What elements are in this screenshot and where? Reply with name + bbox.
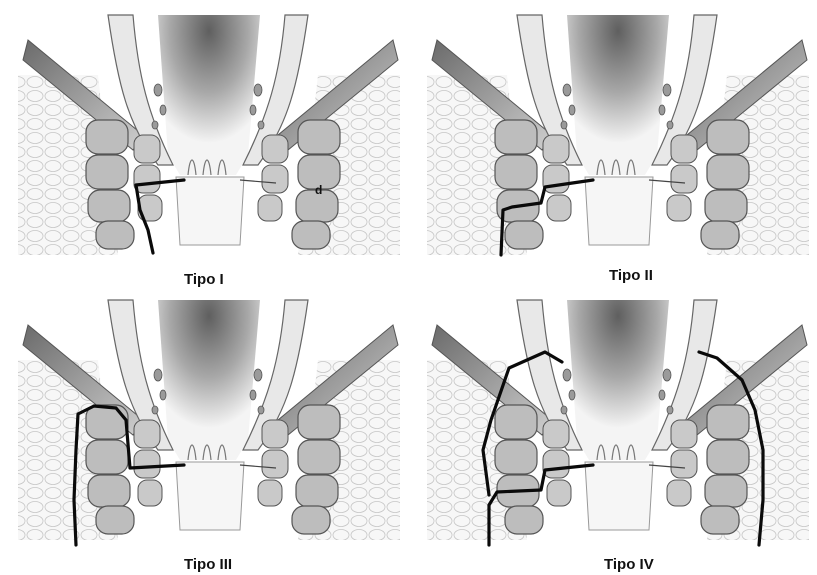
internal-sphincter-left bbox=[543, 420, 571, 506]
internal-sphincter-left bbox=[543, 135, 571, 221]
label-d: d bbox=[315, 183, 322, 197]
rectal-lumen bbox=[158, 300, 260, 460]
internal-sphincter-right bbox=[667, 135, 697, 221]
anal-canal-diagram bbox=[8, 5, 408, 267]
internal-sphincter-right bbox=[258, 420, 288, 506]
panel-tipo-4: Tipo IV bbox=[417, 290, 817, 552]
panel-tipo-3: Tipo III bbox=[8, 290, 408, 552]
anal-canal-diagram bbox=[8, 290, 408, 552]
internal-sphincter-left bbox=[134, 420, 162, 506]
caption-tipo-4: Tipo IV bbox=[604, 556, 654, 573]
anal-canal bbox=[176, 177, 244, 245]
internal-sphincter-right bbox=[258, 135, 288, 221]
internal-sphincter-right bbox=[667, 420, 697, 506]
panel-tipo-1: d Tipo I bbox=[8, 5, 408, 267]
rectal-lumen bbox=[567, 15, 669, 175]
caption-tipo-1: Tipo I bbox=[184, 271, 224, 288]
anal-canal-diagram bbox=[417, 290, 817, 552]
rectal-lumen bbox=[567, 300, 669, 460]
anal-canal bbox=[585, 177, 653, 245]
caption-tipo-2: Tipo II bbox=[609, 267, 653, 284]
panel-tipo-2: Tipo II bbox=[417, 5, 817, 267]
rectal-lumen bbox=[158, 15, 260, 175]
anal-canal bbox=[585, 462, 653, 530]
anal-canal-diagram bbox=[417, 5, 817, 267]
anal-canal bbox=[176, 462, 244, 530]
caption-tipo-3: Tipo III bbox=[184, 556, 232, 573]
